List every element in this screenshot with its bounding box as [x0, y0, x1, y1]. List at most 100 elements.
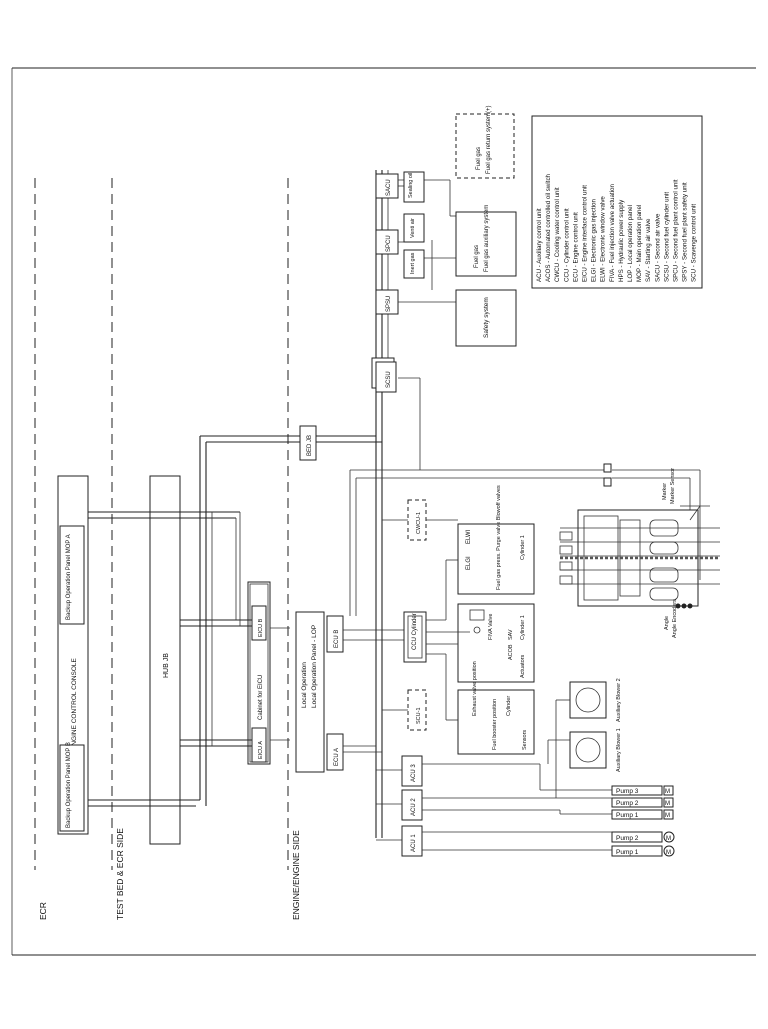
safety-system-label: Safety system: [483, 297, 490, 338]
sealing-oil-label: Sealing oil: [408, 173, 414, 198]
fuel-gas-return-label: Fuel gas return system(+): [486, 105, 492, 174]
sealing-oil-box: [403, 171, 425, 203]
sensors-box: [457, 689, 535, 755]
actuators-box: [457, 603, 535, 683]
zone-label-engine: ENGINE/ENGINE SIDE: [291, 830, 301, 920]
acu-pump-lines: [376, 699, 612, 851]
fuel-gas-return-box: [455, 113, 515, 179]
exhaust-label: Exhaust valve position: [472, 661, 478, 716]
acu-3-label: ACU 3: [411, 764, 417, 782]
safety-system-box: [455, 289, 517, 347]
bed-jb-label: BED JB: [307, 435, 313, 456]
gas-injection-box: [457, 523, 535, 595]
terminal-top-2: [603, 477, 612, 487]
fiva-valve-shape: [469, 609, 485, 621]
legend-item: SCSU - Second fuel cylinder unit: [663, 192, 670, 282]
ccu-links: [426, 559, 470, 721]
zone-label-testbed: TEST BED & ECR SIDE: [115, 828, 125, 920]
hub-jb: [149, 475, 181, 845]
acu-1-box: [401, 825, 423, 857]
fuel-gas-aux-label-1: Fuel gas: [474, 245, 480, 268]
pump-1b-box: [611, 845, 663, 857]
eicu-cabinet-label: Cabinet for EICU: [258, 675, 264, 720]
aux-blower-2: [569, 681, 607, 719]
marker-sensor-label: Marker Sensor: [670, 468, 676, 504]
scu-box: [407, 689, 427, 731]
gas-box-label: Fuel gas press. Purge valve Blowoff valv…: [496, 485, 502, 590]
pump-2-box: [611, 797, 663, 808]
pump-1-label: Pump 1: [616, 812, 639, 819]
pump-3-label: Pump 3: [616, 788, 639, 795]
ccu-inner: [407, 615, 423, 659]
actuators-label: Actuators: [520, 655, 526, 678]
pump-1b-label: Pump 1: [616, 849, 639, 856]
fuel-booster-label: Fuel booster position: [492, 699, 498, 750]
console-bus-lines: [88, 435, 300, 807]
marker-sensor-label-1: Marker: [662, 483, 668, 500]
spsu-label: SPSU: [386, 296, 392, 312]
elwi-label: ELWI: [466, 529, 472, 544]
aux-blower-1: [569, 731, 607, 769]
legend-item: LOP - Local operation panel: [627, 205, 634, 282]
aux-blower-2-label: Auxiliary Blower 2: [616, 678, 622, 722]
pump-1-box: [611, 809, 663, 820]
eicu-a-label: EICU A: [258, 741, 264, 759]
legend-item: ELGI - Electronic gas injection: [591, 199, 598, 282]
pump-2b-box: [611, 831, 663, 843]
aux-blower-1-label: Auxiliary Blower 1: [616, 728, 622, 772]
lop-label: Local Operation Panel - LOP: [311, 625, 318, 708]
motor-label-5: M: [666, 850, 671, 856]
pump-2b-label: Pump 2: [616, 835, 639, 842]
legend-item: ACU - Auxiliary control unit: [536, 208, 543, 282]
acu-2-label: ACU 2: [411, 798, 417, 816]
scsu-box-front: [375, 361, 397, 393]
mop-a-label: Backup Operation Panel MOP A: [66, 534, 72, 620]
legend-item: SAV - Starting air valve: [645, 218, 652, 282]
motor-icon-5: [663, 845, 675, 857]
acu-1-label: ACU 1: [411, 834, 417, 852]
local-operation-panel: [295, 611, 325, 773]
bed-jb: [299, 425, 317, 461]
acu-3-box: [401, 755, 423, 787]
acu-2-box: [401, 789, 423, 821]
terminal-top-1: [603, 463, 612, 473]
legend-item: ECU - Engine control unit: [572, 212, 579, 282]
motor-icon-2: [663, 797, 674, 808]
aux-blower-2-fan-icon: [575, 687, 601, 713]
mop-b-label: Backup Operation Panel MOP B: [66, 742, 72, 828]
legend-item: HPS - Hydraulic power supply: [618, 199, 625, 282]
eicu-a-box: [251, 727, 267, 763]
legend-item: SPCU - Second fuel plant control unit: [673, 179, 680, 282]
elgi-label: ELGI: [466, 556, 472, 570]
legend-item: FIVA - Fuel injection valve actuation: [609, 184, 616, 282]
aux-blower-1-fan-icon: [575, 737, 601, 763]
sacu-label: SACU: [386, 179, 392, 196]
zone-label-ecr: ECR: [38, 902, 48, 920]
sensors-label: Sensors: [522, 730, 528, 750]
angle-label-1: Angle: [664, 616, 670, 630]
acob-symbol: [473, 626, 481, 634]
ccu-box: [403, 611, 427, 663]
legend-item: CWCU - Cooling water control unit: [554, 187, 561, 282]
engine-drawing: [559, 505, 720, 609]
fuel-gas-aux-label: Fuel gas auxiliary system: [484, 205, 490, 272]
ecu-a-label: ECU A: [334, 748, 340, 766]
pump-3-box: [611, 785, 663, 796]
ecu-b-box: [326, 615, 344, 653]
mop-b-panel: [59, 744, 85, 832]
legend-item: MOP - Main operation panel: [636, 205, 643, 282]
acob-label: ACOB: [508, 644, 514, 660]
motor-label-1: M: [665, 789, 670, 795]
eicu-b-label: EICU B: [258, 618, 264, 637]
inert-gas-label: Inert gas: [410, 252, 416, 274]
mop-a-panel: [59, 525, 85, 625]
engine-trunk-lines: [316, 170, 701, 838]
legend-item: ACOS - Automated controlled oil switch: [545, 173, 552, 282]
legend-item: ELWI - Electronic window valve: [600, 196, 607, 282]
legend-item: EICU - Engine interface control unit: [582, 185, 589, 282]
pump-2-label: Pump 2: [616, 800, 639, 807]
legend-item: SACU - Second air valve: [654, 213, 661, 282]
